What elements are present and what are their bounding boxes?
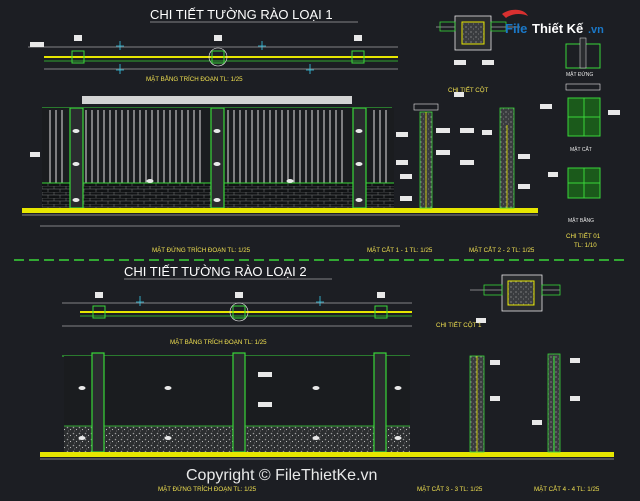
fence2-plan-caption: MẶT BẰNG TRÍCH ĐOẠN TL: 1/25 — [170, 338, 267, 346]
fence2-elevation-caption: MẶT ĐỨNG TRÍCH ĐOẠN TL: 1/25 — [158, 486, 257, 493]
fence2-title: CHI TIẾT TƯỜNG RÀO LOẠI 2 — [124, 264, 307, 279]
detail-section-caption: MẶT CẮT — [570, 145, 592, 153]
fence1-sections — [400, 92, 530, 209]
detail-plan-caption: MẶT BẰNG — [568, 216, 594, 224]
fence1-plan — [28, 35, 398, 74]
logo-swoosh-icon — [502, 9, 528, 18]
detail-01-caption: CHI TIẾT 01 — [566, 233, 601, 240]
column-detail-1 — [470, 274, 561, 323]
fence2-section-33-caption: MẶT CẮT 3 - 3 TL: 1/25 — [417, 485, 483, 493]
fence2-section-44-caption: MẶT CẮT 4 - 4 TL: 1/25 — [534, 485, 600, 493]
fence2-plan — [62, 292, 412, 327]
fence2-elevation — [40, 352, 614, 460]
copyright-watermark: Copyright © FileThietKe.vn — [186, 467, 377, 484]
detail-01-scale: TL: 1/10 — [574, 242, 597, 249]
fence1-section-22-caption: MẶT CẮT 2 - 2 TL: 1/25 — [469, 246, 535, 254]
fence1-section-11-caption: MẶT CẮT 1 - 1 TL: 1/25 — [367, 246, 433, 254]
column-detail-caption: CHI TIẾT CỘT — [448, 87, 489, 94]
logo-thietke: Thiết Kế — [532, 21, 584, 36]
logo-domain: .vn — [588, 24, 604, 36]
detail-elevation-caption: MẶT ĐỨNG — [566, 71, 593, 78]
column-detail — [436, 15, 520, 65]
fence1-elevation — [22, 96, 538, 227]
fence1-elevation-caption: MẶT ĐỨNG TRÍCH ĐOẠN TL: 1/25 — [152, 247, 251, 254]
fence1-plan-caption: MẶT BẰNG TRÍCH ĐOẠN TL: 1/25 — [146, 75, 243, 83]
column-detail-1-caption: CHI TIẾT CỘT 1 — [436, 322, 482, 329]
detail-01 — [540, 37, 620, 199]
filethietke-logo: File Thiết Kế .vn — [502, 9, 604, 36]
fence1-title: CHI TIẾT TƯỜNG RÀO LOẠI 1 — [150, 7, 333, 22]
logo-file: File — [505, 21, 527, 36]
fence2-sections — [469, 353, 580, 453]
